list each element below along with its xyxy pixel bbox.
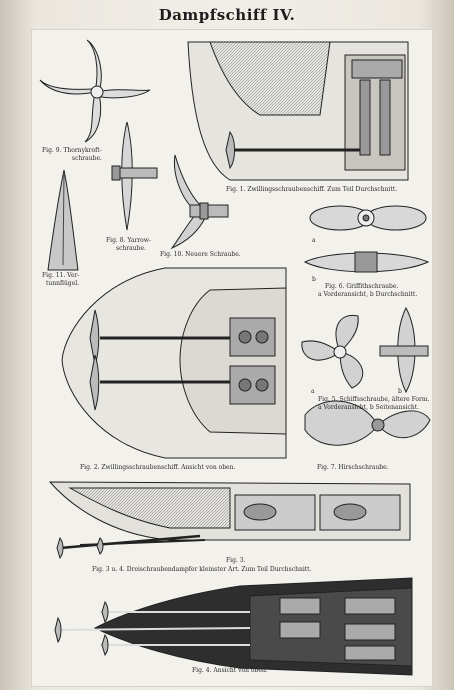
fig5-caption-line1: Fig. 5. Schiffsschraube, ältere Form. [318, 396, 430, 403]
fig6-label-a: a [312, 237, 316, 244]
fig3-ship-section [48, 481, 411, 560]
fig8-caption-line1: Fig. 8. Yarrow- [106, 237, 151, 244]
fig5-propeller [301, 306, 429, 394]
fig5-caption-line2: a Vorderansicht, b Seitenansicht. [318, 404, 420, 411]
fig11-blade [47, 169, 79, 271]
fig8-caption-line2: schraube. [116, 245, 146, 252]
fig6-label-b: b [312, 276, 316, 283]
fig3-caption: Fig. 3. [226, 557, 246, 564]
fig7-propeller [304, 400, 431, 446]
fig9-caption-line1: Fig. 9. Thornykroft- [42, 147, 102, 154]
fig1-ship-section [187, 41, 409, 181]
fig4-ship-topview [54, 577, 413, 676]
plate-title: Dampfschiff IV. [158, 6, 296, 24]
fig5-label-a: a [311, 388, 315, 395]
fig11-caption-line1: Fig. 11. Ver- [42, 272, 80, 279]
fig8-propeller [111, 121, 158, 231]
fig9-caption-line2: schraube. [72, 155, 102, 162]
fig4-caption: Fig. 4. Ansicht von oben. [192, 667, 268, 674]
fig11-caption-line2: tunnflügel. [46, 280, 80, 287]
fig1-caption: Fig. 1. Zwillingsschraubenschiff. Zum Te… [226, 186, 398, 193]
fig2-ship-topview [61, 267, 287, 459]
fig3-4-caption: Fig. 3 u. 4. Dreischraubendampfer kleins… [92, 566, 312, 573]
fig7-caption: Fig. 7. Hirschschraube. [317, 464, 389, 471]
fig6-caption-line2: a Vorderansicht, b Durchschnitt. [318, 291, 418, 298]
fig10-propeller [170, 154, 229, 250]
fig9-propeller [39, 39, 151, 143]
fig6-griffith [303, 205, 430, 273]
fig5-label-b: b [398, 388, 402, 395]
fig10-caption: Fig. 10. Neuere Schraube. [160, 251, 241, 258]
fig2-caption: Fig. 2. Zwillingsschraubenschiff. Ansich… [80, 464, 236, 471]
fig6-caption-line1: Fig. 6. Griffithschraube. [325, 283, 399, 290]
